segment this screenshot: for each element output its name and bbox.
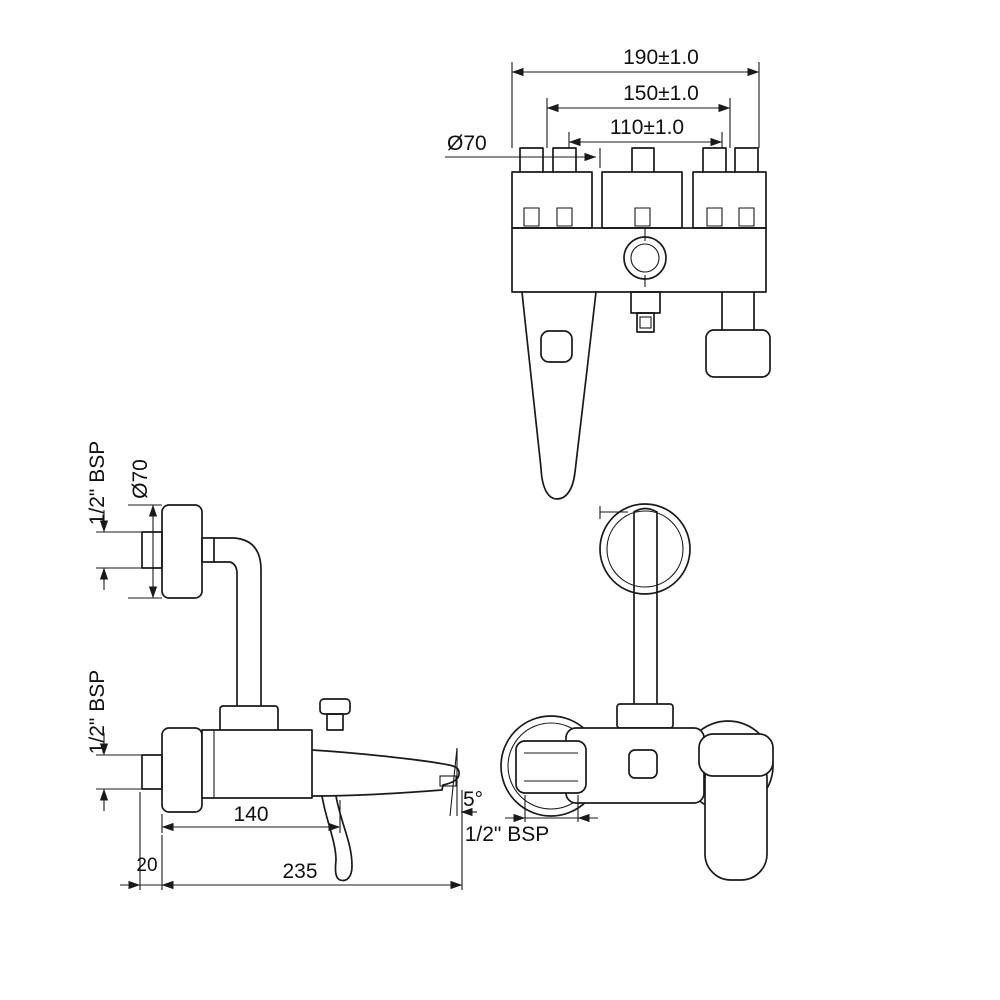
pipe-escutcheon-front	[616, 703, 674, 729]
diverter-knob-front	[515, 740, 587, 794]
ext-lines-235	[139, 790, 463, 890]
outlet-connector	[721, 291, 755, 331]
top-flange-front	[599, 503, 691, 595]
diverter-neck	[630, 291, 661, 314]
front-view: 1/2" BSP	[465, 503, 774, 881]
ext-lines-dia70	[128, 504, 162, 599]
dim-label-150: 150±1.0	[623, 82, 699, 105]
upper-bsp-stub	[141, 531, 163, 569]
spout-top-view	[521, 291, 597, 500]
angle-lines	[449, 747, 458, 817]
middle-block	[601, 171, 683, 229]
ext-lines-110	[568, 132, 723, 148]
block-ports	[523, 207, 755, 227]
bsp-label-lower: 1/2" BSP	[86, 670, 109, 755]
riser-pipe	[213, 537, 262, 707]
dia-label-70-side: Ø70	[129, 459, 152, 499]
diverter-nipple	[636, 312, 655, 333]
dim-label-190: 190±1.0	[623, 46, 699, 69]
ext-lines-bsp-lower	[96, 754, 142, 790]
lever-handle-side	[321, 795, 353, 882]
dia-label-70-top: Ø70	[447, 132, 487, 155]
ext-lines-bsp-upper	[96, 531, 142, 569]
ext-lines-190	[511, 62, 760, 148]
spout-detail	[540, 330, 573, 363]
lever-handle-cap	[698, 733, 774, 777]
diverter-knob-stem	[326, 713, 344, 731]
top-view: 190±1.0 150±1.0 110±1.0 Ø70	[445, 46, 771, 500]
dim-label-110: 110±1.0	[610, 116, 684, 139]
dim-label-140: 140	[233, 803, 268, 826]
pipe-escutcheon-side	[219, 705, 279, 733]
lower-wall-flange	[161, 727, 203, 813]
knob-grip-lines	[524, 752, 578, 782]
body-detail-front	[628, 749, 658, 779]
lower-bsp-stub	[141, 754, 163, 790]
valve-stems	[519, 147, 759, 173]
spout-side-view	[311, 749, 460, 797]
bsp-label-upper: 1/2" BSP	[86, 441, 109, 526]
upper-wall-flange	[161, 504, 203, 599]
riser-pipe-front	[633, 507, 658, 707]
aerator	[439, 775, 457, 787]
mixer-body-side	[201, 729, 313, 799]
dim-label-235: 235	[282, 860, 317, 883]
top-flange-front-inner	[606, 510, 684, 588]
diverter-knob-cap	[319, 698, 351, 715]
pipe-top-tick	[599, 506, 628, 519]
diverter-nipple-detail	[639, 316, 652, 329]
upper-flange-hub	[201, 537, 215, 563]
shower-outlet	[705, 329, 771, 378]
ext-lines-150	[546, 98, 731, 148]
angle-label: 5°	[463, 788, 483, 811]
right-block	[692, 171, 767, 229]
side-view: 1/2" BSP Ø70 1/2" BSP 14	[86, 441, 483, 890]
diverter-ring-inner	[630, 243, 660, 273]
diverter-ring	[623, 236, 667, 280]
bsp-label-front: 1/2" BSP	[465, 823, 550, 846]
dim-label-20: 20	[136, 855, 157, 876]
